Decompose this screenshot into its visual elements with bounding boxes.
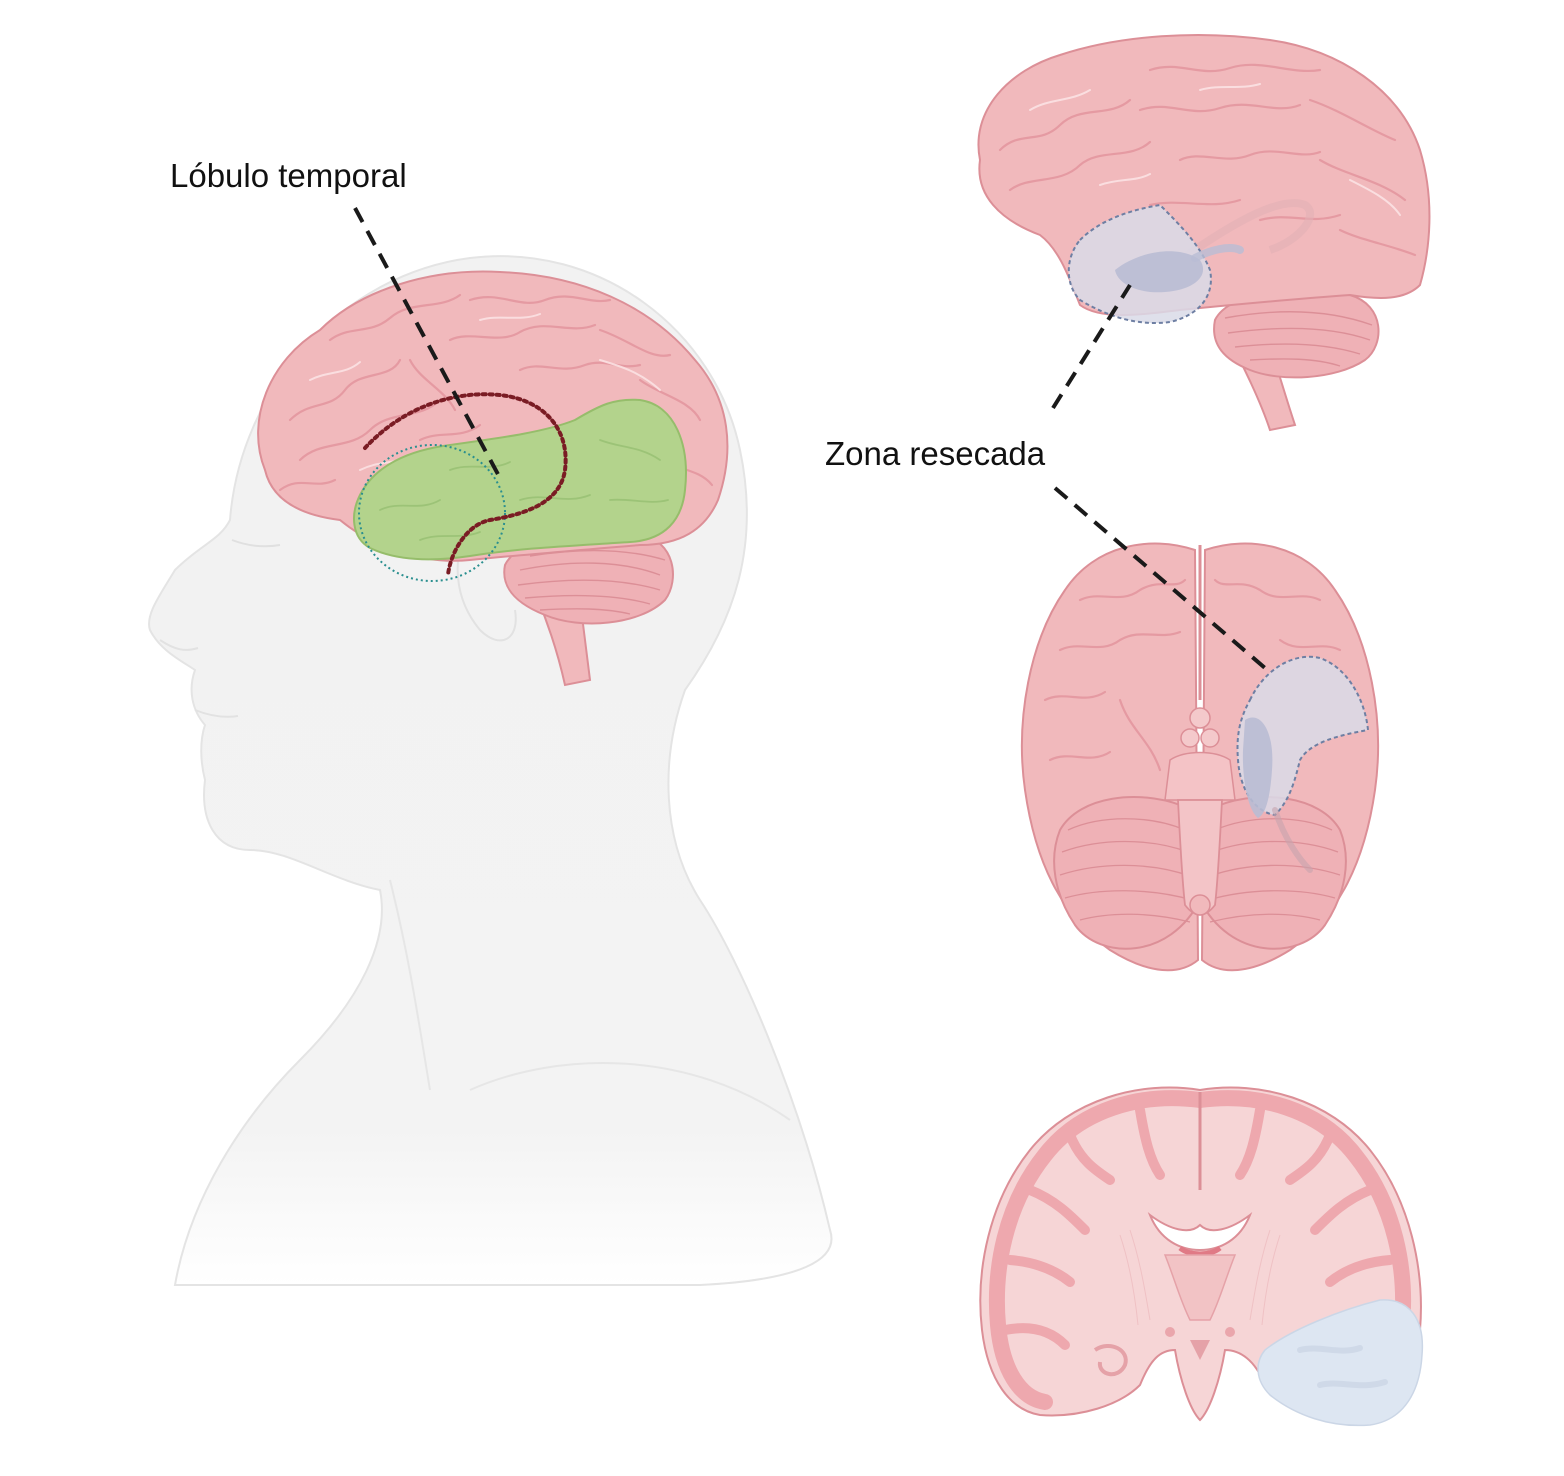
hippocampus-dotted-outline [363,392,568,577]
leader-lines [353,207,1267,670]
label-resected-zone: Zona resecada [825,435,1046,472]
resected-zone-coronal [1257,1299,1424,1427]
coronal-brain-resected [979,1086,1424,1427]
inferior-brain-resected [1020,542,1380,972]
lateral-brain-resected [977,34,1431,432]
temporal-lobe-region [353,398,687,561]
leader-resected-inferior [1053,486,1267,670]
lateral-brain-in-head [257,270,729,687]
amygdala-dotted-outline [358,444,506,582]
label-temporal-lobe: Lóbulo temporal [170,157,407,194]
